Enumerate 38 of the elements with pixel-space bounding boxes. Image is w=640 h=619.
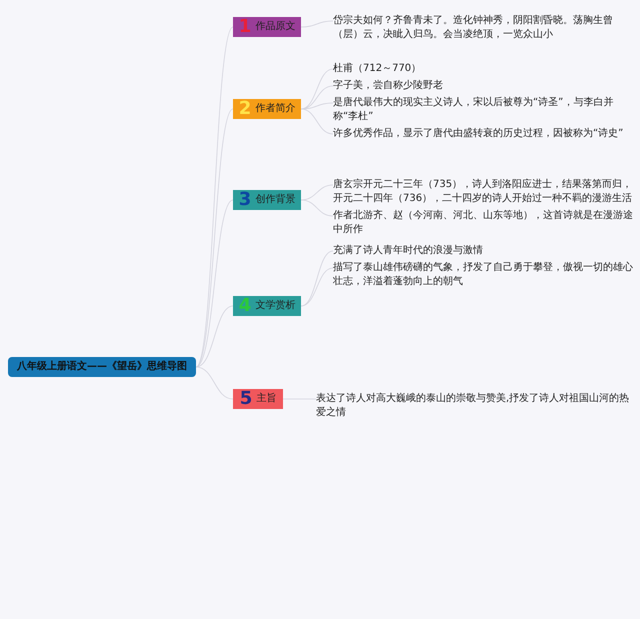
root-topic-box: 八年级上册语文——《望岳》思维导图 [8,357,196,377]
branch-number: 2 [238,100,252,118]
branch-topic-box [233,296,301,316]
branch-title: 作者简介 [255,104,296,114]
connector-line [300,250,334,306]
connector-line [196,306,234,368]
connector-line [300,200,334,216]
leaf-text: 是唐代最伟大的现实主义诗人，宋以后被尊为“诗圣”，与李白并称“李杜” [333,96,633,124]
branch-title: 文学赏析 [255,301,296,311]
branch-number: 3 [238,191,252,209]
leaf-text: 充满了诗人青年时代的浪漫与激情 [333,244,633,258]
branch-number: 5 [240,390,252,408]
leaf-text: 描写了泰山雄伟磅礴的气象，抒发了自己勇于攀登，傲视一切的雄心壮志，洋溢着蓬勃向上的朝气 [333,261,633,289]
leaf-text: 许多优秀作品，显示了唐代由盛转衰的历史过程，因被称为“诗史” [333,127,633,141]
leaf-text: 杜甫（712～770） [333,62,633,76]
connector-line [196,200,234,368]
branch-topic-box [233,99,301,119]
connector-line [196,108,234,368]
branch-title: 主旨 [256,394,276,404]
leaf-text: 岱宗夫如何？齐鲁青未了。造化钟神秀，阴阳割昏晓。荡胸生曾（层）云，决眦入归鸟。会当凌绝顶，一览众山小 [333,14,633,54]
branch-title: 创作背景 [255,195,296,205]
connector-line [300,68,334,110]
branch-number: 1 [238,18,252,36]
connector-line [300,108,334,134]
branch-topic-box [233,190,301,210]
branch-number: 4 [238,297,252,315]
connector-line [196,366,234,400]
leaf-text: 字子美，尝自称少陵野老 [333,79,633,93]
connector-line [196,26,234,368]
connector-line [300,20,334,28]
connector-line [300,268,334,306]
branch-title: 作品原文 [255,22,296,32]
leaf-text: 表达了诗人对高大巍峨的泰山的崇敬与赞美,抒发了诗人对祖国山河的热爱之情 [316,392,634,420]
connector-line [300,184,334,200]
branch-topic-box [233,389,283,409]
leaf-text: 唐玄宗开元二十三年（735），诗人到洛阳应进士，结果落第而归，开元二十四年（736），二十四岁的诗人开始过一种不羁的漫游生活 [333,178,633,206]
leaf-text: 作者北游齐、赵（今河南、河北、山东等地），这首诗就是在漫游途中所作 [333,209,633,237]
branch-topic-box [233,17,301,37]
